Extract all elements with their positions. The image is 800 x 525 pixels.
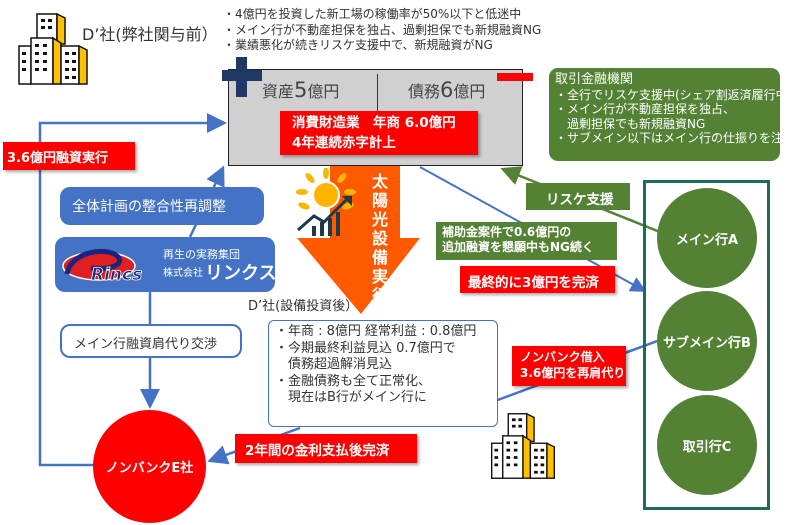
issue-note: ・業績悪化が続きリスケ支援中で、新規融資がNG (223, 38, 493, 52)
subsidy-request-label: 補助金案件で0.6億円の 追加融資を懇願中もNG続く (436, 222, 617, 260)
company-after-results: ・年商 : 8億円 経常利益 : 0.8億円 ・今期最終利益見込 0.7億円で … (268, 320, 498, 427)
rescheduling-support-label: リスケ支援 (526, 183, 630, 210)
minus-icon (497, 73, 533, 81)
two-year-repayment-label: 2年間の金利支払後完済 (235, 434, 417, 463)
subsidy-line: 追加融資を懇願中もNG続く (442, 240, 594, 254)
debt-label: 債務6億円 (408, 78, 485, 102)
building-icon (490, 412, 556, 479)
rincs-tagline: 再生の実務集団 (163, 248, 240, 261)
bank-c: 取引行C (657, 395, 757, 495)
rincs-logo: Rincs (62, 248, 143, 284)
building-icon (18, 12, 88, 85)
company-profile-label: 消費財造業 年商 6.0億円 4年連続赤字計上 (280, 111, 478, 155)
rincs-logo-text: Rincs (91, 265, 142, 284)
nonbank-e: ノンバンクE社 (93, 410, 206, 523)
result-line: 債務超過解消見込 (275, 357, 393, 372)
bank-submain-b: サブメイン行B (657, 291, 757, 391)
bank-info-line: ・全行でリスケ支援中(シェア割返済履行中) (555, 87, 793, 102)
balance-divider (377, 74, 378, 114)
company-profile-line: 4年連続赤字計上 (292, 135, 396, 151)
final-repayment-label: 最終的に3億円を完済 (460, 266, 615, 293)
debt-value: 6 (440, 78, 454, 102)
assets-unit: 億円 (307, 82, 340, 101)
loan-execution-label: 3.6億円融資実行 (3, 142, 135, 170)
rincs-name: リンクス (205, 263, 277, 284)
solar-investment-label: 太陽光設備実行 (371, 172, 388, 305)
bank-main-a: メイン行A (657, 188, 757, 288)
solar-investment-arrow (297, 166, 420, 314)
company-after-label: D’社(設備投資後） (248, 299, 359, 314)
result-line: 現在はB行がメイン行に (275, 390, 427, 405)
plus-icon (222, 57, 262, 97)
rincs-company-type: 株式会社 (163, 268, 203, 279)
company-before-label: D’社(弊社関与前） (82, 25, 218, 44)
assets-label: 資産5億円 (262, 78, 339, 102)
plan-realign-label: 全体計画の整合性再調整 (60, 187, 264, 225)
result-line: ・年商 : 8億円 経常利益 : 0.8億円 (275, 324, 477, 339)
result-line: ・今期最終利益見込 0.7億円で (275, 340, 456, 356)
rincs-badge: Rincs 再生の実務集団 株式会社 リンクス (55, 237, 277, 292)
bank-info-line: ・メイン行が不動産担保を独占、 (555, 102, 736, 116)
issue-note: ・4億円を投資した新工場の稼働率が50%以下と低迷中 (223, 7, 522, 21)
nonbank-refinance-label: ノンバンク借入 3.6億円を再肩代り (512, 346, 626, 386)
company-profile-line: 消費財造業 年商 6.0億円 (292, 115, 456, 131)
result-line: ・金融債務も全て正常化、 (275, 373, 432, 389)
nonbank-refi-line: ノンバンク借入 (520, 350, 605, 364)
company-issues-notes: ・4億円を投資した新工場の稼働率が50%以下と低迷中 ・メイン行が不動産担保を独… (223, 7, 541, 54)
sun-growth-icon (296, 168, 356, 236)
main-bank-negotiation-label: メイン行融資肩代り交渉 (60, 324, 242, 358)
nonbank-refi-line: 3.6億円を再肩代り (520, 366, 626, 380)
bank-info-box: 取引金融機関 ・全行でリスケ支援中(シェア割返済履行中) ・メイン行が不動産担保… (549, 68, 800, 161)
debt-unit: 億円 (453, 82, 486, 101)
assets-prefix: 資産 (262, 82, 295, 101)
banks-group-frame (643, 180, 770, 510)
subsidy-line: 補助金案件で0.6億円の (442, 225, 572, 239)
bank-info-line: ・サブメイン以下はメイン行の仕振りを注視中 (555, 131, 800, 145)
assets-value: 5 (294, 78, 308, 102)
bank-info-line: 過剰担保でも新規融資NG (555, 116, 706, 131)
issue-note: ・メイン行が不動産担保を独占、過剰担保でも新規融資NG (223, 22, 542, 37)
bank-info-title: 取引金融機関 (555, 72, 634, 87)
debt-prefix: 債務 (408, 82, 441, 101)
